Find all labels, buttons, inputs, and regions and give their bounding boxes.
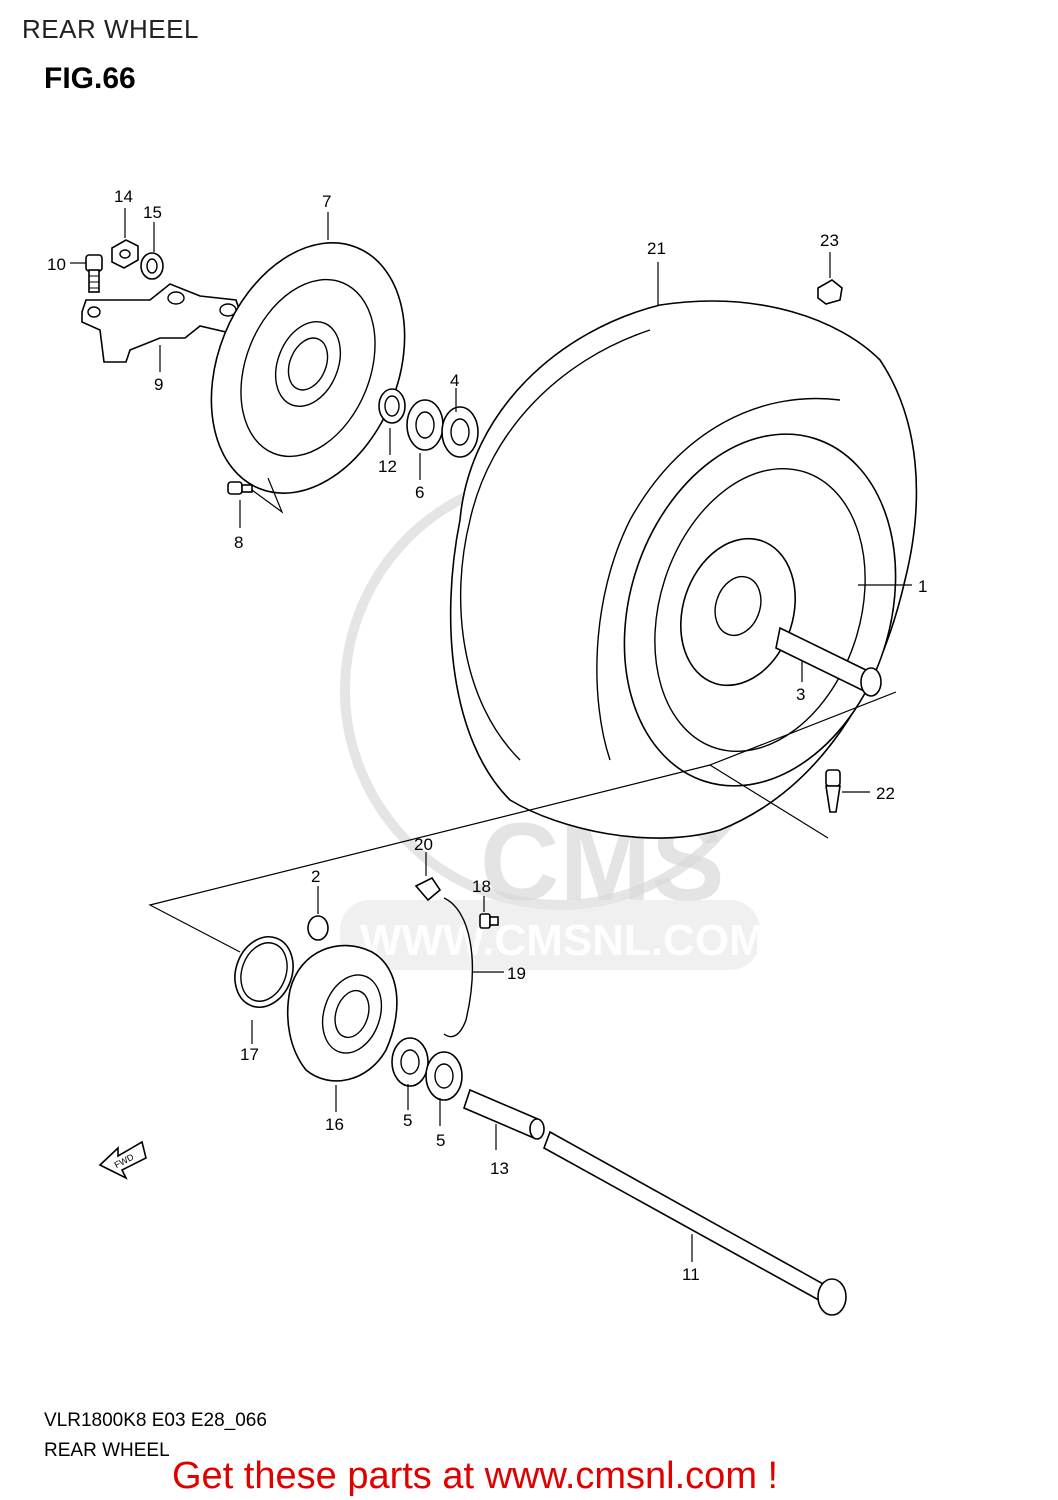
part-1-wheel[interactable] — [581, 399, 940, 822]
callout-15: 15 — [143, 203, 162, 222]
part-10-bolt[interactable] — [85, 254, 103, 293]
part-13-spacer-tube[interactable] — [463, 1088, 545, 1140]
part-11-axle[interactable] — [543, 1130, 847, 1316]
callout-13: 13 — [490, 1159, 509, 1178]
callout-19: 19 — [507, 964, 526, 983]
part-20-retainer[interactable] — [414, 876, 442, 902]
callout-9: 9 — [154, 375, 163, 394]
callout-2: 2 — [311, 867, 320, 886]
callout-5a: 5 — [403, 1111, 412, 1130]
fwd-arrow-icon: FWD — [98, 1140, 147, 1180]
part-23-weight-clip[interactable] — [817, 279, 843, 305]
part-8-disc-bolt[interactable] — [227, 481, 253, 495]
callout-14: 14 — [114, 187, 133, 206]
part-5-bearing-a[interactable] — [391, 1037, 429, 1087]
callout-16: 16 — [325, 1115, 344, 1134]
part-19-circlip[interactable] — [443, 897, 473, 1038]
callout-5b: 5 — [436, 1131, 445, 1150]
callout-23: 23 — [820, 231, 839, 250]
figure-number: FIG.66 — [44, 62, 136, 95]
callout-18: 18 — [472, 877, 491, 896]
part-15-washer[interactable] — [140, 252, 164, 280]
promo-link[interactable]: Get these parts at www.cmsnl.com ! — [172, 1455, 779, 1497]
callout-22: 22 — [876, 784, 895, 803]
part-18-bolt[interactable] — [479, 913, 499, 929]
watermark-url: WWW.CMSNL.COM — [360, 916, 766, 965]
callout-3: 3 — [796, 685, 805, 704]
callout-17: 17 — [240, 1045, 259, 1064]
part-3-spacer-tube[interactable] — [775, 626, 882, 697]
part-9-caliper-bracket[interactable] — [81, 283, 243, 363]
part-22-valve[interactable] — [825, 769, 841, 813]
part-4-bearing[interactable] — [441, 406, 479, 458]
part-6-oil-seal[interactable] — [406, 399, 444, 451]
part-5-bearing-b[interactable] — [425, 1051, 463, 1101]
callout-4: 4 — [450, 371, 459, 390]
part-12-spacer[interactable] — [378, 388, 406, 424]
callout-1: 1 — [918, 577, 927, 596]
callout-12: 12 — [378, 457, 397, 476]
part-14-nut[interactable] — [111, 239, 139, 269]
callout-8: 8 — [234, 533, 243, 552]
callout-11: 11 — [682, 1265, 700, 1284]
part-16-rear-hub[interactable] — [286, 944, 398, 1082]
callout-6: 6 — [415, 483, 424, 502]
callout-10: 10 — [47, 255, 66, 274]
callout-21: 21 — [647, 239, 666, 258]
callout-7: 7 — [322, 192, 331, 211]
callout-20: 20 — [414, 835, 433, 854]
part-7-brake-disc[interactable] — [176, 214, 440, 522]
page-header-title: REAR WHEEL — [22, 14, 199, 44]
part-17-o-ring[interactable] — [225, 929, 302, 1016]
footer-model-code: VLR1800K8 E03 E28_066 — [44, 1410, 267, 1431]
footer-title: REAR WHEEL — [44, 1440, 170, 1461]
part-2-spacer[interactable] — [307, 915, 329, 941]
